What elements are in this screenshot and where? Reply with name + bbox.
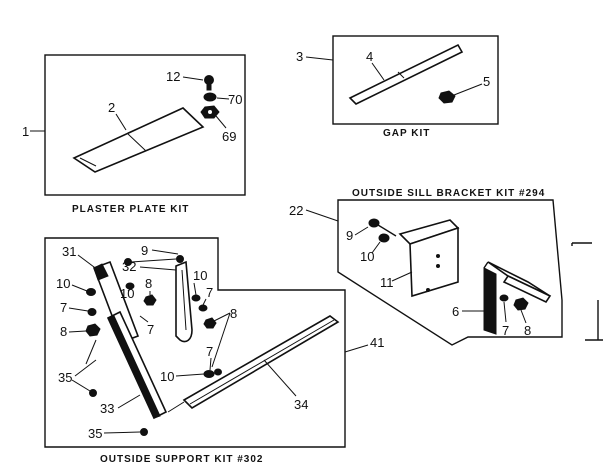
lockwasher-7-left-icon — [87, 308, 97, 316]
leader-34 — [263, 359, 297, 397]
callout-10-left-a: 10 — [56, 276, 70, 291]
gap-kit: GAP KIT 3 4 5 — [296, 35, 499, 139]
leader-8-sill — [520, 309, 527, 324]
callout-11: 11 — [380, 275, 394, 290]
callout-31: 31 — [62, 244, 76, 259]
callout-2: 2 — [108, 100, 115, 115]
gap-kit-box — [332, 35, 499, 125]
outside-support-kit-box — [44, 237, 346, 448]
callout-7-mid: 7 — [147, 322, 154, 337]
sill-bracket-part — [483, 261, 552, 335]
leader-9-support — [151, 249, 179, 255]
leader-41 — [344, 344, 369, 353]
outside-support-kit-caption: OUTSIDE SUPPORT KIT #302 — [100, 454, 263, 465]
sill-bracket-kit-box — [337, 199, 563, 346]
leader-4 — [371, 62, 385, 81]
callout-1: 1 — [22, 124, 29, 139]
bolt-9-icon — [124, 255, 184, 266]
screw-35-lower-icon — [140, 428, 148, 436]
leader-33 — [117, 394, 141, 409]
nut-8-icon — [513, 297, 529, 311]
callout-9-support: 9 — [141, 243, 148, 258]
nut-69-icon — [200, 105, 220, 119]
callout-7-low: 7 — [206, 344, 213, 359]
leader-70 — [216, 97, 230, 100]
leader-32 — [139, 266, 177, 271]
callout-4: 4 — [366, 49, 373, 64]
callout-69: 69 — [222, 129, 236, 144]
gap-kit-caption: GAP KIT — [383, 128, 430, 139]
callout-70: 70 — [228, 92, 242, 107]
callout-7-left: 7 — [60, 300, 67, 315]
callout-10-right: 10 — [193, 268, 207, 283]
leader-9-sill — [354, 226, 369, 236]
callout-3: 3 — [296, 49, 303, 64]
sill-bracket-kit: OUTSIDE SILL BRACKET KIT #294 22 11 9 10 — [289, 188, 563, 346]
leader-2 — [115, 113, 127, 131]
plaster-plate-kit-box — [44, 54, 246, 196]
plaster-plate-kit-caption: PLASTER PLATE KIT — [72, 204, 189, 215]
callout-10-mid: 10 — [120, 286, 134, 301]
screw-12-icon — [204, 75, 214, 91]
callout-8-sill: 8 — [524, 323, 531, 338]
washer-10-icon — [378, 233, 390, 243]
callout-41: 41 — [370, 335, 384, 350]
leader-22 — [305, 209, 339, 222]
callout-5: 5 — [483, 74, 490, 89]
leader-12 — [182, 76, 204, 81]
leader-3 — [305, 56, 334, 61]
nut-5-icon — [438, 90, 456, 104]
hardware-right-icon — [191, 282, 231, 368]
support-brace-part — [167, 315, 340, 413]
support-channel-part — [175, 260, 193, 343]
callout-34: 34 — [294, 397, 308, 412]
support-arm-part — [106, 310, 168, 420]
washer-10-left-icon — [86, 288, 96, 296]
callout-35-upper: 35 — [58, 370, 72, 385]
callout-8-left: 8 — [60, 324, 67, 339]
callout-35-lower: 35 — [88, 426, 102, 441]
callout-7-right: 7 — [206, 285, 213, 300]
screw-9-icon — [368, 218, 397, 237]
callout-10-low: 10 — [160, 369, 174, 384]
gap-strip-part — [348, 43, 464, 105]
nut-8-mid-icon — [143, 294, 157, 306]
sill-bracket-kit-caption: OUTSIDE SILL BRACKET KIT #294 — [352, 188, 545, 199]
leader-11 — [391, 271, 413, 282]
plaster-plate-kit: PLASTER PLATE KIT 1 2 12 70 69 — [22, 54, 246, 215]
leader-31 — [77, 254, 99, 271]
callout-8-right: 8 — [230, 306, 237, 321]
plaster-plate-part — [72, 107, 205, 173]
lockwasher-7-icon — [499, 294, 509, 302]
callout-22: 22 — [289, 203, 303, 218]
leader-69 — [215, 115, 227, 129]
sill-plate-part — [398, 219, 460, 298]
page-edge-marks — [571, 242, 603, 341]
washer-10-low-icon — [203, 368, 222, 378]
outside-support-kit: OUTSIDE SUPPORT KIT #302 41 31 33 32 — [44, 237, 384, 465]
leader-10-sill — [371, 241, 381, 254]
leader-7-sill — [503, 301, 507, 323]
washer-10-mid-icon — [125, 282, 135, 290]
callout-33: 33 — [100, 401, 114, 416]
washer-70-icon — [203, 92, 217, 102]
callout-8-mid: 8 — [145, 276, 152, 291]
callout-9-sill: 9 — [346, 228, 353, 243]
nut-8-left-icon — [85, 323, 101, 337]
screw-35-upper-icon — [89, 389, 97, 397]
callout-7-sill: 7 — [502, 323, 509, 338]
callout-10-sill: 10 — [360, 249, 374, 264]
callout-6: 6 — [452, 304, 459, 319]
callout-12: 12 — [166, 69, 180, 84]
leader-5 — [453, 83, 483, 96]
